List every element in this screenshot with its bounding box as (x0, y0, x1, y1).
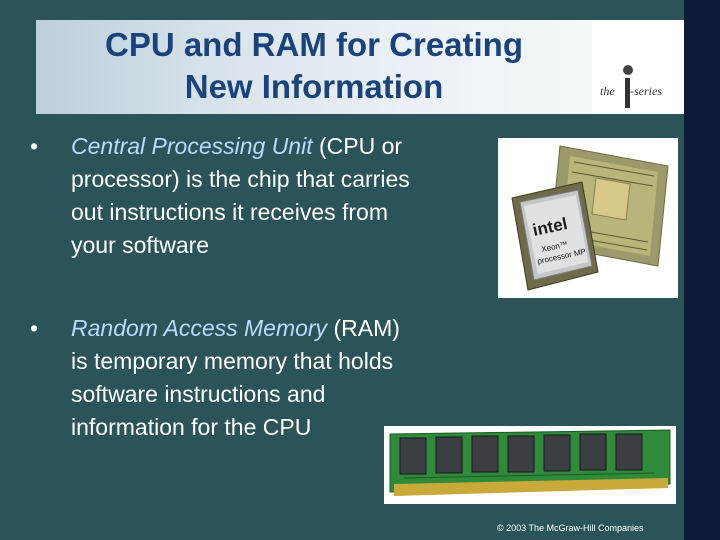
cpu-chip-image: intel Xeon™ processor MP (498, 138, 678, 298)
title-background (36, 20, 592, 114)
bullet-description: (CPU or processor) is the chip that carr… (71, 133, 410, 258)
bullet-cpu: • Central Processing Unit (CPU or proces… (30, 130, 490, 270)
ram-module-image (384, 426, 676, 504)
logo-dot (623, 65, 633, 75)
bullet-ram: • Random Access Memory (RAM) is temporar… (30, 312, 490, 452)
title-line-1: CPU and RAM for Creating (104, 26, 523, 63)
logo-prefix: the (600, 84, 615, 98)
bullet-marker: • (30, 315, 39, 341)
right-sidebar-bar (684, 0, 720, 540)
logo-stem (625, 78, 630, 108)
cpu-chip-graphic: intel Xeon™ processor MP (511, 145, 669, 291)
title-line-2: New Information (184, 68, 444, 105)
slide-title: CPU and RAM for Creating New Information (36, 24, 592, 108)
bullet-term: Random Access Memory (71, 315, 328, 341)
i-series-logo: the -series (592, 20, 684, 114)
logo-suffix: -series (630, 84, 662, 98)
copyright-notice: © 2003 The McGraw-Hill Companies (497, 523, 644, 533)
bullet-description: (RAM) is temporary memory that holds sof… (71, 315, 400, 440)
bullet-text: Central Processing Unit (CPU or processo… (71, 130, 410, 262)
i-series-logo-graphic: the -series (600, 65, 662, 108)
ram-module-graphic (389, 429, 671, 496)
bullet-text: Random Access Memory (RAM) is temporary … (71, 312, 400, 444)
bullet-marker: • (30, 133, 39, 159)
bullet-term: Central Processing Unit (71, 133, 313, 159)
